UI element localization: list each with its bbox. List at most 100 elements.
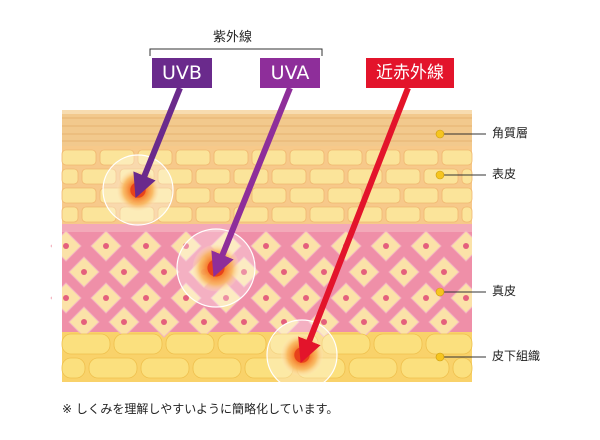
dermis-cell-nucleus (303, 295, 309, 301)
epidermis-pointer-dot (435, 170, 445, 180)
subcutis-cell (321, 333, 371, 355)
epidermis-cell (61, 168, 79, 185)
stratum-corneum-pointer-dot (435, 129, 445, 139)
subcutis-cell (192, 357, 242, 379)
dermis-left-mask (52, 224, 62, 332)
dermis-cell-nucleus (161, 319, 167, 325)
dermis-cell-nucleus (143, 295, 149, 301)
dermis-cell-nucleus (63, 243, 69, 249)
epidermis-cell (175, 187, 211, 204)
epidermis-cell (271, 168, 307, 185)
dermis-cell-nucleus (63, 295, 69, 301)
subcutis-cell (165, 333, 215, 355)
dermis-cell-nucleus (303, 243, 309, 249)
subcutis-cell (140, 357, 190, 379)
epidermis-cell (403, 149, 439, 166)
epidermis-cell (195, 206, 231, 223)
uva-badge: UVA (260, 58, 320, 88)
dermis-cell-nucleus (343, 295, 349, 301)
dermis-cell-nucleus (321, 269, 327, 275)
epidermis-cell (385, 168, 421, 185)
epidermis-cell (175, 149, 211, 166)
dermis-cell-nucleus (281, 269, 287, 275)
subcutis-cell (61, 333, 111, 355)
dermis-cell-nucleus (223, 295, 229, 301)
dermis-cell-nucleus (143, 243, 149, 249)
dermis-pointer-dot (435, 287, 445, 297)
epidermis-cell (81, 206, 117, 223)
subcutis-cell (452, 357, 473, 379)
dermis-cell-nucleus (423, 295, 429, 301)
epidermis-cell (441, 187, 473, 204)
dermis-cell-nucleus (441, 319, 447, 325)
epidermis-cell (99, 149, 135, 166)
subcutis-cell (400, 357, 450, 379)
subcutis-label: 皮下組織 (492, 349, 541, 363)
dermis-cell-nucleus (121, 269, 127, 275)
uv-bracket (149, 48, 323, 56)
nir-arrow (298, 86, 411, 364)
subcutis-cell (373, 333, 423, 355)
dermis-cell-nucleus (263, 243, 269, 249)
epidermis-cell (61, 187, 97, 204)
epidermis-cell (347, 206, 383, 223)
dermis-cell-nucleus (361, 269, 367, 275)
dermis-top-band (62, 224, 472, 232)
dermis-cell-nucleus (241, 319, 247, 325)
corneum-top-edge (62, 110, 472, 114)
epidermis-cell (289, 187, 325, 204)
subcutis-cell (61, 357, 86, 379)
simplification-note: ※ しくみを理解しやすいように簡略化しています。 (62, 402, 339, 416)
subcutis-cell (348, 357, 398, 379)
epidermis-cell (157, 168, 193, 185)
nir-badge: 近赤外線 (366, 58, 454, 88)
dermis-label: 真皮 (492, 284, 517, 298)
epidermis-cell (403, 187, 439, 204)
epidermis-cell (461, 168, 473, 185)
epidermis-cell (423, 206, 459, 223)
dermis-cell-nucleus (383, 295, 389, 301)
epidermis-cell (461, 206, 473, 223)
epidermis-cell (309, 206, 345, 223)
epidermis-cell (327, 149, 363, 166)
uvb-badge: UVB (152, 58, 212, 88)
subcutis-cell (425, 333, 473, 355)
subcutis-cell (88, 357, 138, 379)
subcutis-pointer-dot (435, 352, 445, 362)
epidermis-cell (289, 149, 325, 166)
epidermis-cell (385, 206, 421, 223)
dermis-cell-nucleus (103, 243, 109, 249)
uva-label: UVA (270, 62, 310, 84)
uvb-label: UVB (162, 62, 202, 84)
dermis-cell-nucleus (361, 319, 367, 325)
dermis-cell-nucleus (161, 269, 167, 275)
dermis-cell-nucleus (201, 319, 207, 325)
dermis-cell-nucleus (463, 295, 469, 301)
epidermis-cell (61, 149, 97, 166)
dermis-cell-nucleus (463, 243, 469, 249)
dermis-cell-nucleus (103, 295, 109, 301)
dermis-cell-nucleus (81, 319, 87, 325)
epidermis-cell (327, 187, 363, 204)
dermis-cell-nucleus (423, 243, 429, 249)
epidermis-cell (251, 187, 287, 204)
uv-group-label: 紫外線 (213, 30, 253, 45)
epidermis-cell (213, 149, 249, 166)
dermis-cell-nucleus (81, 269, 87, 275)
nir-label: 近赤外線 (376, 63, 444, 83)
dermis-cell-nucleus (121, 319, 127, 325)
epidermis-cell (61, 206, 79, 223)
dermis-cell-nucleus (383, 243, 389, 249)
dermis-cell-nucleus (183, 295, 189, 301)
dermis-cell-nucleus (441, 269, 447, 275)
uvb-arrow (133, 86, 183, 199)
epidermis-cell (271, 206, 307, 223)
dermis-cell-nucleus (263, 295, 269, 301)
epidermis-cell (195, 168, 231, 185)
dermis-cell-nucleus (401, 269, 407, 275)
epidermis-label: 表皮 (492, 167, 517, 181)
epidermis-cell (309, 168, 345, 185)
dermis-cell-nucleus (321, 319, 327, 325)
dermis-cell-nucleus (401, 319, 407, 325)
